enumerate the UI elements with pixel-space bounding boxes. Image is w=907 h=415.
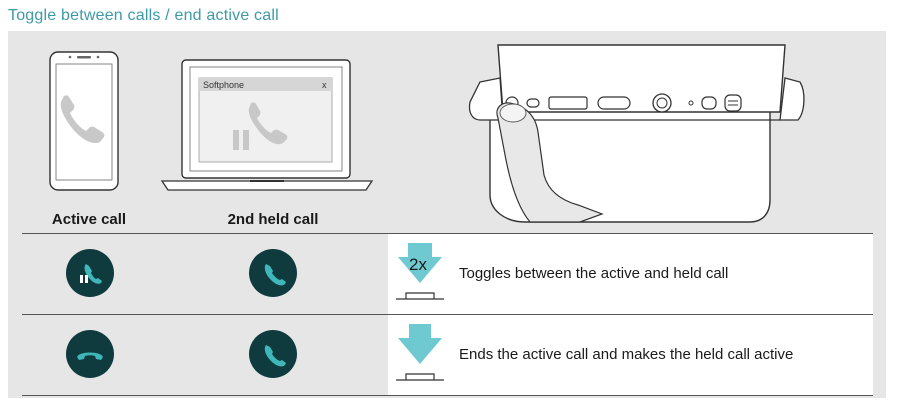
- active-call-label: Active call: [51, 211, 127, 228]
- laptop-illustration: [160, 59, 374, 191]
- softphone-close-icon: x: [322, 80, 327, 90]
- hold-icon: [233, 130, 239, 150]
- softphone-window-title: Softphone: [203, 80, 245, 90]
- table-top-line: [22, 233, 873, 234]
- end-active-call-description: Ends the active call and makes the held …: [459, 346, 794, 363]
- page-title: Toggle between calls / end active call: [8, 7, 279, 24]
- row1-description-cell: [388, 234, 873, 314]
- table-middle-line: [22, 314, 873, 315]
- phone-handset-icon: [248, 102, 288, 145]
- phone-handset-icon: [60, 95, 105, 144]
- finger-illustration: [496, 102, 604, 223]
- held-call-phone-icon: [249, 249, 297, 297]
- end-call-icon: [66, 330, 114, 378]
- active-call-on-hold-icon: [66, 249, 114, 297]
- press-button-icon: [396, 324, 444, 381]
- headset-illustration: [468, 44, 805, 223]
- illustration-area: [49, 44, 805, 223]
- smartphone-illustration: [49, 51, 119, 191]
- press-count-label: 2x: [409, 255, 427, 274]
- held-call-phone-icon: [249, 330, 297, 378]
- row2-description-cell: [388, 315, 873, 395]
- table-bottom-line: [22, 395, 873, 396]
- held-call-label: 2nd held call: [227, 211, 319, 228]
- double-press-icon: [396, 243, 444, 300]
- toggle-calls-description: Toggles between the active and held call: [459, 265, 729, 282]
